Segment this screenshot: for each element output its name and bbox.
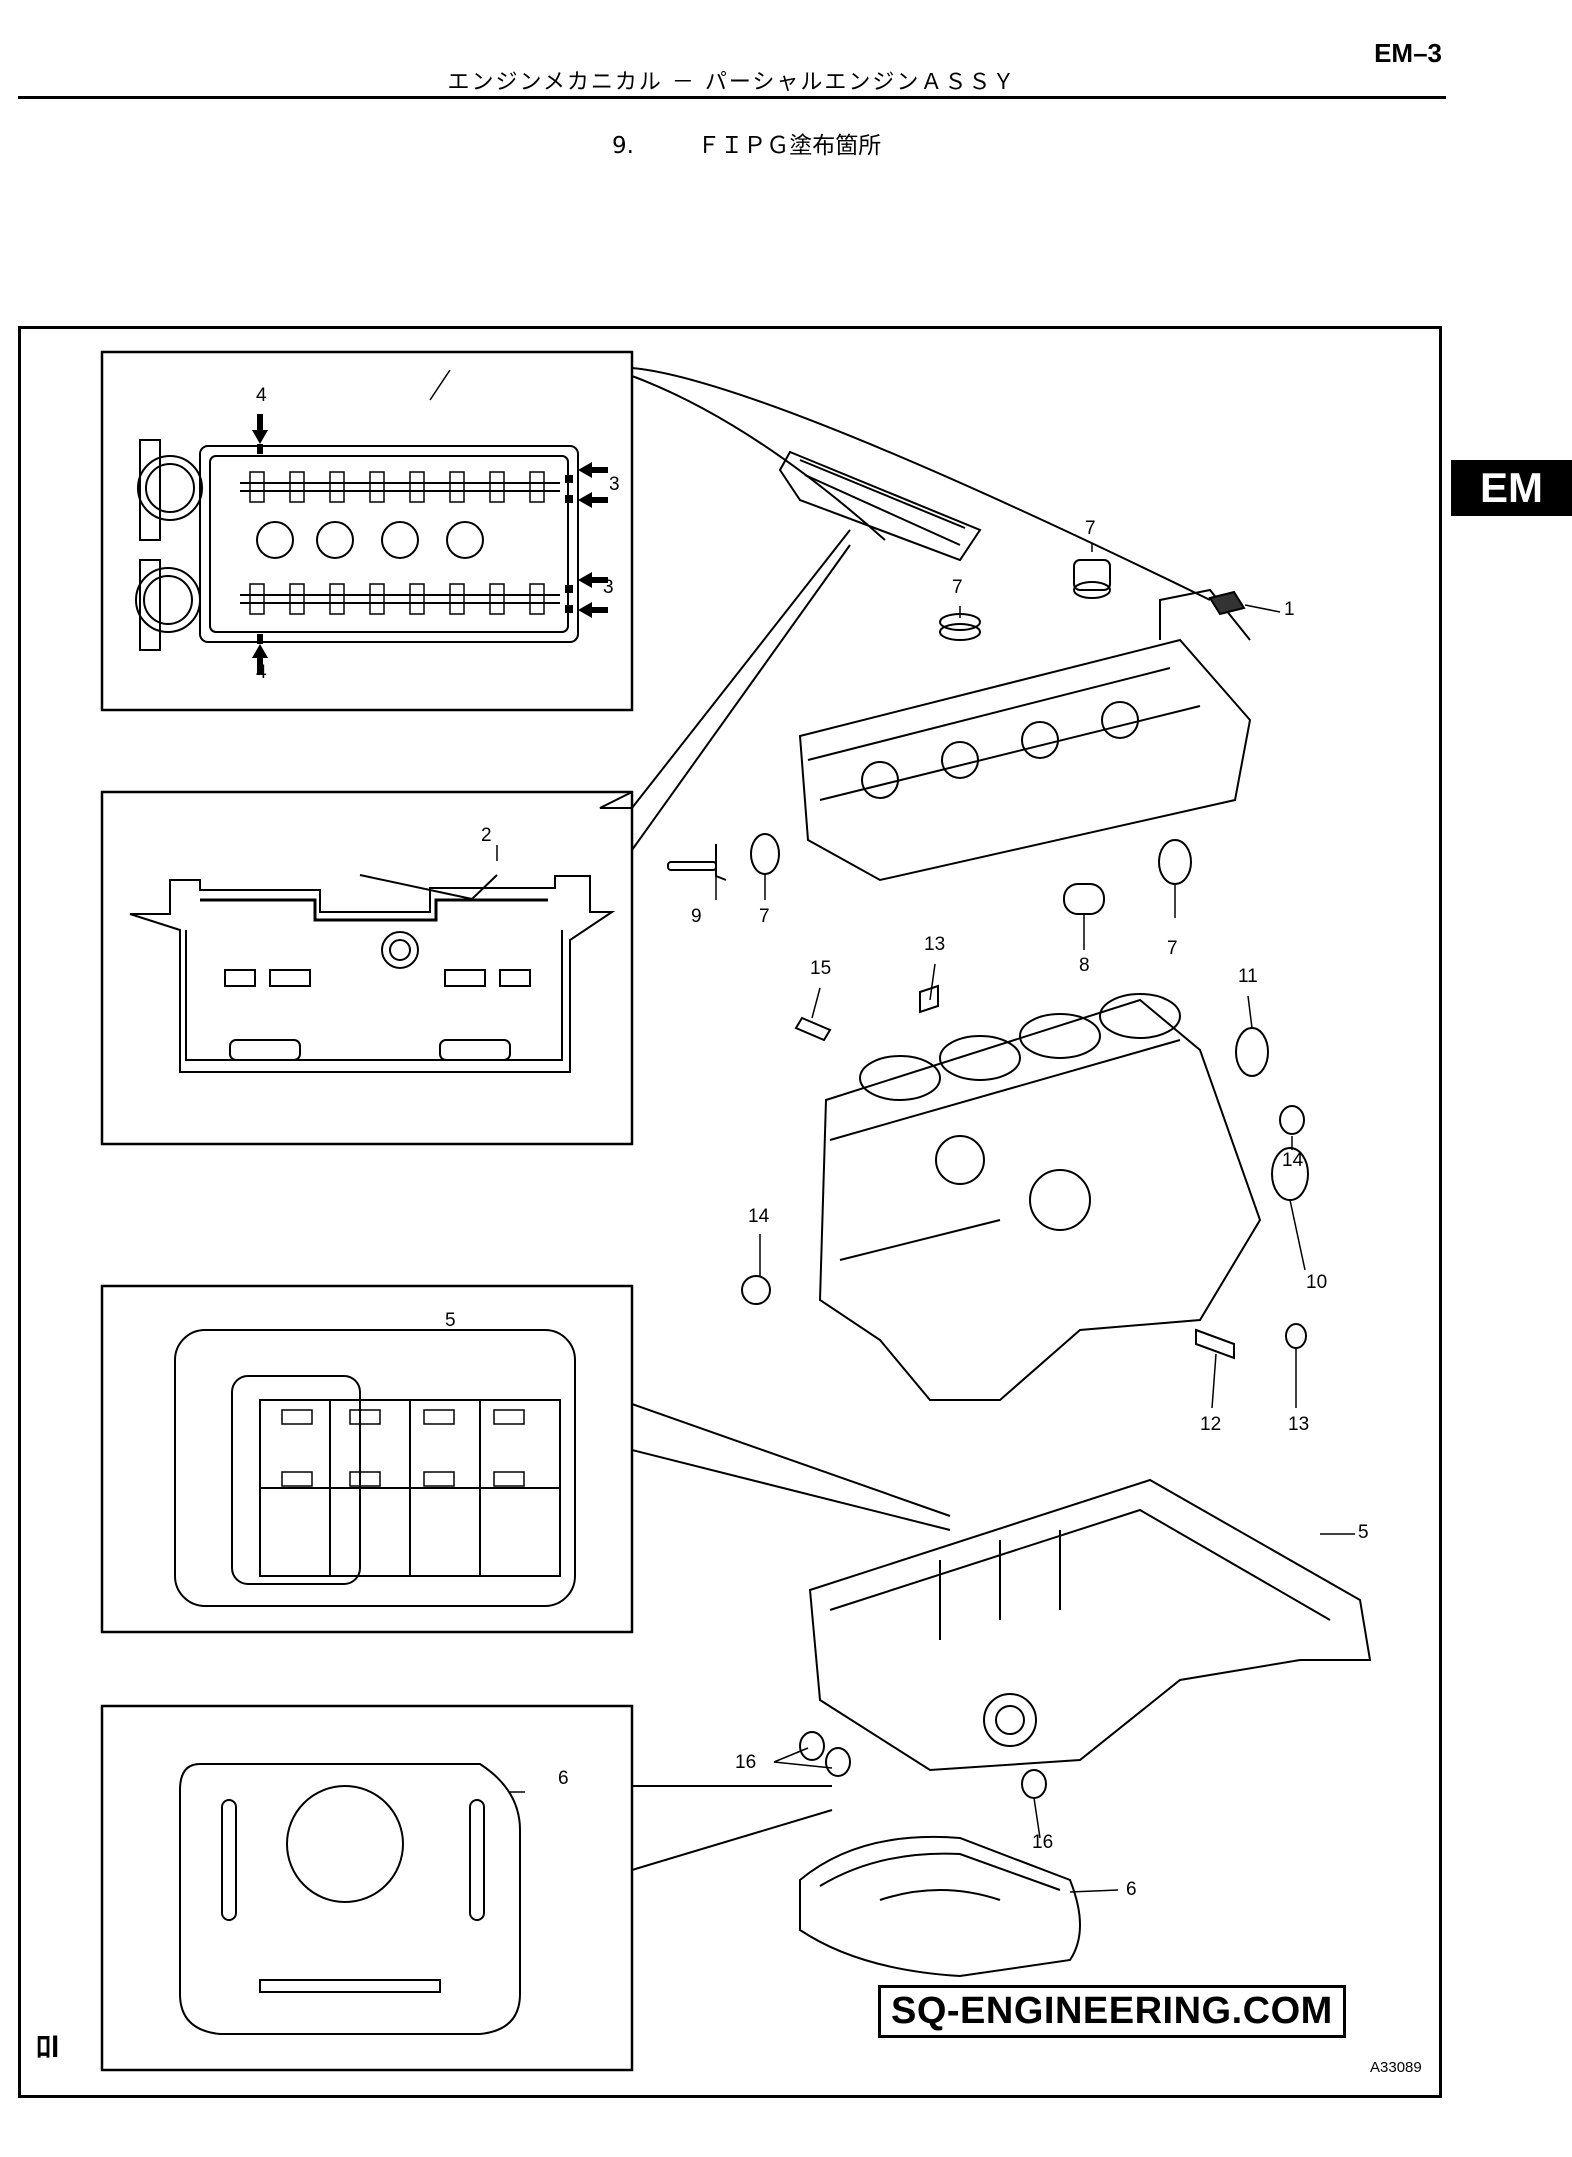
callout-9: 9: [691, 906, 702, 927]
callout-1: 1: [1284, 599, 1295, 620]
small-parts: [667, 559, 1309, 1799]
cylinder-block: [818, 993, 1262, 1401]
callout-3-lower: 3: [603, 577, 614, 598]
oil-pan-upper: [808, 1478, 1372, 1772]
detail-oil-pan-upper: [100, 1284, 951, 1634]
chapter-title: エンジンメカニカル － パーシャルエンジンＡＳＳＹ: [447, 70, 1017, 95]
detail-oil-pan-lower: [100, 1704, 833, 2072]
section-heading: 9. ＦＩＰＧ塗布箇所: [612, 126, 881, 160]
callout-leaders: [429, 369, 1355, 1893]
oil-pan-lower: [799, 1835, 1081, 1978]
callout-6-main: 6: [1126, 1879, 1137, 1900]
callout-7-b: 7: [952, 577, 963, 598]
callout-13-bottom: 13: [1288, 1414, 1310, 1435]
detail-head-gasket-face: [100, 529, 851, 1146]
callout-13-top: 13: [924, 934, 946, 955]
corner-mark: ﾛl: [36, 2031, 60, 2064]
callout-7-d: 7: [1167, 938, 1178, 959]
callout-15: 15: [810, 958, 832, 979]
callout-11: 11: [1238, 966, 1258, 987]
callout-7-c: 7: [759, 906, 770, 927]
camshaft-housing-cover: [778, 450, 982, 562]
callout-7-a: 7: [1085, 518, 1096, 539]
detail-cam-housing: [100, 350, 1211, 712]
callout-16-left: 16: [735, 1752, 757, 1773]
section-title: ＦＩＰＧ塗布箇所: [697, 133, 882, 159]
em-section-tab[interactable]: EM: [1451, 460, 1572, 516]
callout-3-upper: 3: [609, 474, 620, 495]
callout-5-main: 5: [1358, 1522, 1369, 1543]
callout-6-detail: 6: [558, 1768, 569, 1789]
callout-14-left: 14: [748, 1206, 770, 1227]
callout-10: 10: [1306, 1272, 1328, 1293]
cylinder-head: [798, 588, 1252, 882]
figure-frame: [18, 326, 1442, 2098]
watermark: SQ-ENGINEERING.COM: [878, 1985, 1346, 2038]
callout-8: 8: [1079, 955, 1090, 976]
callout-16-bottom: 16: [1032, 1832, 1054, 1853]
page-number: EM–3: [1374, 38, 1442, 68]
header-divider: [18, 96, 1446, 99]
figure-code: A33089: [1370, 2059, 1422, 2076]
callout-2: 2: [481, 825, 492, 846]
section-number: 9.: [612, 133, 634, 159]
callout-5-detail: 5: [445, 1310, 456, 1331]
callout-14-right: 14: [1282, 1150, 1304, 1171]
callout-4-top: 4: [256, 385, 267, 406]
callout-4-bottom: 4: [256, 662, 267, 683]
callout-12: 12: [1200, 1414, 1222, 1435]
